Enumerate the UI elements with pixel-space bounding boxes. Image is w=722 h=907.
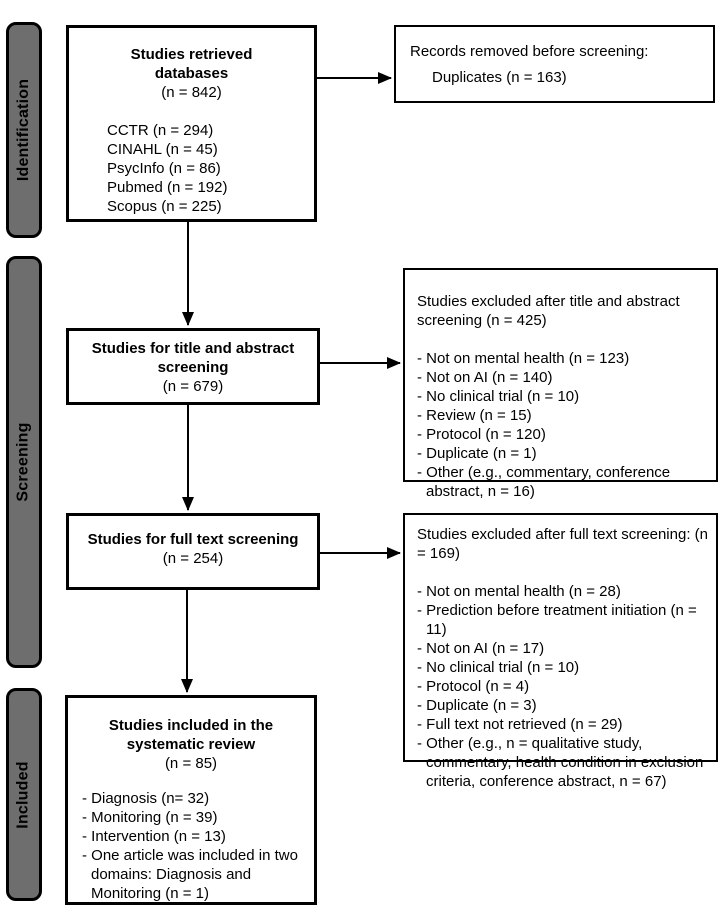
exclusion-item: - Other (e.g., n = qualitative study, co… [417,735,704,790]
database-item: Pubmed (n = 192) [107,179,228,196]
exclusion-item: - No clinical trial (n = 10) [417,388,580,405]
database-item: Scopus (n = 225) [107,198,222,215]
box-studies-retrieved: Studies retrieved databases (n = 842) CC… [66,25,317,222]
exclusion-list: - Not on mental health (n = 123) - Not o… [417,349,708,501]
box-title: Studies for title and abstract screening [91,340,295,376]
included-item: - Intervention (n = 13) [82,828,226,845]
box-records-removed: Records removed before screening: Duplic… [394,25,715,103]
box-count: (n = 679) [162,378,224,395]
box-count: (n = 85) [164,755,218,772]
box-title: Studies excluded after full text screeni… [417,526,708,562]
exclusion-item: - No clinical trial (n = 10) [417,659,580,676]
box-title: Studies excluded after title and abstrac… [417,293,680,329]
box-count: (n = 842) [161,84,222,101]
exclusion-item: - Not on mental health (n = 123) [417,350,630,367]
box-title: Studies included in the systematic revie… [108,717,274,753]
included-item: - Diagnosis (n= 32) [82,790,210,807]
box-title-abstract-screening: Studies for title and abstract screening… [66,328,320,405]
exclusion-item: - Not on AI (n = 17) [417,640,545,657]
database-item: CCTR (n = 294) [107,122,214,139]
exclusion-item: - Duplicate (n = 1) [417,445,537,462]
box-title: Studies for full text screening [87,531,299,548]
removed-detail: Duplicates (n = 163) [432,69,567,86]
included-domain-list: - Diagnosis (n= 32) - Monitoring (n = 39… [78,789,304,903]
included-item: - Monitoring (n = 39) [82,809,218,826]
stage-bar-screening: Screening [6,256,42,668]
exclusion-item: - Protocol (n = 120) [417,426,546,443]
exclusion-item: - Other (e.g., commentary, conference ab… [417,464,671,500]
box-excluded-full-text: Studies excluded after full text screeni… [403,513,718,790]
database-item: CINAHL (n = 45) [107,141,218,158]
exclusion-item: - Prediction before treatment initiation… [417,602,697,638]
stage-label-included: Included [15,760,33,829]
exclusion-item: - Review (n = 15) [417,407,532,424]
box-studies-included: Studies included in the systematic revie… [65,695,317,905]
stage-label-screening: Screening [15,422,33,502]
box-title: Records removed before screening: [410,43,649,60]
included-item: - One article was included in two domain… [82,847,298,902]
exclusion-item: - Not on AI (n = 140) [417,369,553,386]
exclusion-item: - Full text not retrieved (n = 29) [417,716,623,733]
database-list: CCTR (n = 294) CINAHL (n = 45) PsycInfo … [69,121,314,216]
stage-bar-included: Included [6,688,42,901]
exclusion-item: - Duplicate (n = 3) [417,697,537,714]
exclusion-list: - Not on mental health (n = 28) - Predic… [417,582,708,791]
box-count: (n = 254) [162,550,224,567]
stage-label-identification: Identification [15,78,33,182]
stage-bar-identification: Identification [6,22,42,238]
box-title: Studies retrieved databases [130,46,253,82]
exclusion-item: - Protocol (n = 4) [417,678,530,695]
box-excluded-title-abstract: Studies excluded after title and abstrac… [403,268,718,500]
box-full-text-screening: Studies for full text screening (n = 254… [66,513,320,590]
exclusion-item: - Not on mental health (n = 28) [417,583,621,600]
database-item: PsycInfo (n = 86) [107,160,221,177]
